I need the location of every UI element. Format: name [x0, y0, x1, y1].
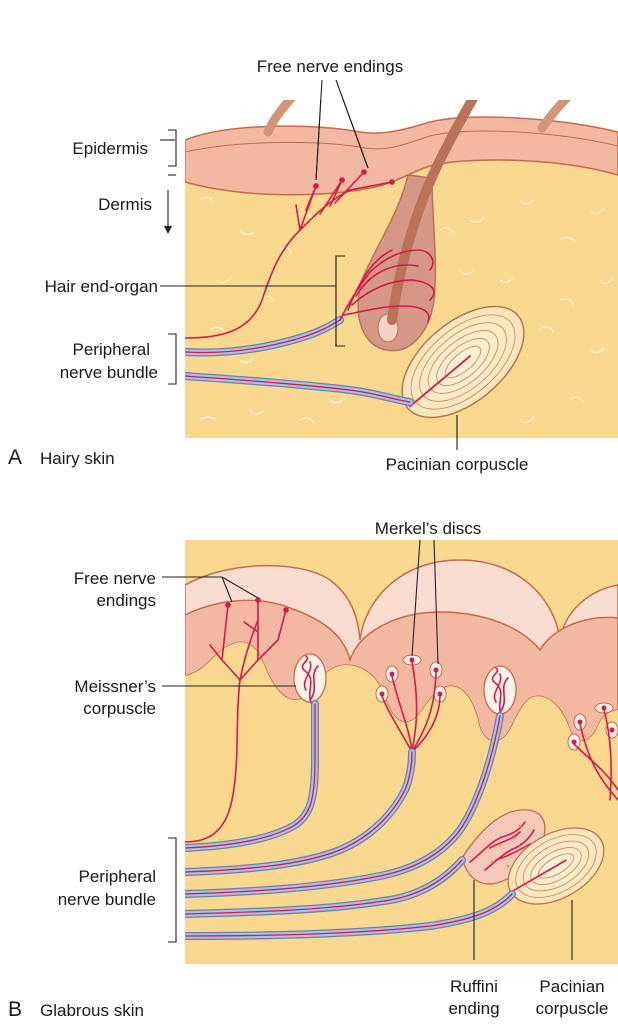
label-pacinian-a: Pacinian corpuscle: [386, 455, 529, 474]
label-peripheral-a-2: nerve bundle: [60, 363, 158, 382]
panel-a-hairy-skin: Free nerve endings Epidermis Dermis Hair…: [8, 18, 618, 474]
panel-b-glabrous-skin: Merkel’s discs Free nerve endings Meissn…: [8, 519, 618, 1021]
label-dermis: Dermis: [98, 195, 152, 214]
panel-b-letter: B: [8, 998, 22, 1021]
hair-shaft-right: [542, 68, 600, 128]
label-meissners-2: corpuscle: [83, 699, 156, 718]
label-peripheral-b-2: nerve bundle: [58, 890, 156, 909]
label-free-nerve-endings-a: Free nerve endings: [257, 57, 403, 76]
panel-b-title: Glabrous skin: [40, 1001, 144, 1020]
epidermis-bracket: [168, 130, 176, 166]
panel-a-title: Hairy skin: [40, 449, 115, 468]
label-pacinian-b-1: Pacinian: [539, 977, 604, 996]
label-free-nerve-b-1: Free nerve: [74, 569, 156, 588]
bundle-bracket-a: [168, 334, 176, 384]
panel-a-letter: A: [8, 446, 22, 469]
label-peripheral-b-1: Peripheral: [79, 867, 157, 886]
label-free-nerve-b-2: endings: [96, 591, 156, 610]
label-merkels-discs: Merkel’s discs: [375, 519, 481, 538]
label-pacinian-b-2: corpuscle: [536, 999, 609, 1018]
label-ruffini-2: ending: [448, 999, 499, 1018]
label-hair-end-organ: Hair end-organ: [45, 277, 158, 296]
label-peripheral-a-1: Peripheral: [73, 340, 151, 359]
label-meissners-1: Meissner’s: [74, 677, 156, 696]
bundle-bracket-b: [168, 838, 176, 942]
label-epidermis: Epidermis: [72, 139, 148, 158]
label-ruffini-1: Ruffini: [450, 977, 498, 996]
